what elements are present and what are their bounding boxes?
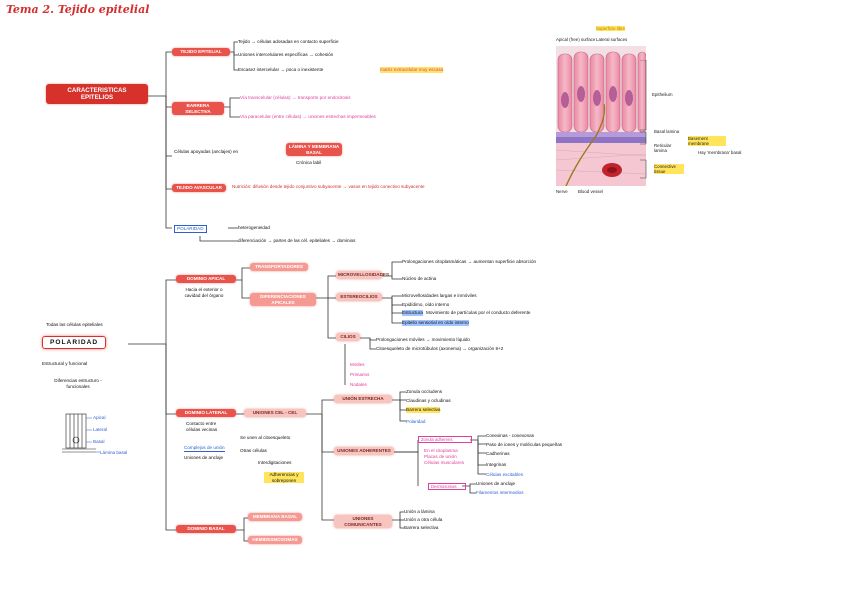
lat-blue-2: Uniones de anclaje — [184, 455, 224, 460]
ue-item-1: Zonula occludens — [406, 389, 443, 394]
figure-brackets — [640, 60, 647, 179]
ucel-item-2: Unión a otra célula — [404, 517, 443, 522]
node-polaridad-top: POLARIDAD — [174, 225, 207, 233]
molec-1: Cadherinas — [486, 451, 510, 456]
mv-item-2: Núcleo de actina — [402, 276, 437, 281]
es-item-4-highlight: Epitelio sensorial en oído interno — [402, 320, 469, 326]
diag-label-basal: Basal — [93, 439, 105, 444]
ci-item-2: Citoesqueleto de microtúbulos (axonema) … — [376, 346, 504, 351]
ci-item-1: Prolongaciones móviles → movimiento líqu… — [376, 337, 470, 342]
dominio-lateral-note: Contacto entre células vecinas — [186, 421, 218, 432]
ucel-item-3: Barrera selectiva — [404, 525, 439, 530]
node-uniones-cel-cel: UNIONES CEL - CEL — [244, 409, 306, 417]
fig-label-reticular-lamina: Reticular lamina — [654, 143, 672, 153]
diag-label-lamina: Lámina basal — [100, 450, 128, 455]
node-uniones-adherentes: UNIONES ADHERENTES — [334, 447, 394, 455]
columnar-cells — [557, 51, 646, 133]
node-union-estrecha: UNIÓN ESTRECHA — [334, 395, 392, 403]
fig-label-superficie: Superficie libre — [596, 26, 626, 31]
ci-pink-3: Nodales — [350, 382, 367, 387]
es-item-1: Microvellosidades largas e inmóviles — [402, 293, 477, 298]
es-item-3: Movimiento de partículas por el conducto… — [426, 310, 531, 315]
ue-item-2: Claudinas y ocludinas — [406, 398, 451, 403]
pink-box-desmosomas: Desmosomas — [428, 483, 466, 490]
pol-item-2: diferenciación → partes de las cél. epit… — [238, 238, 356, 243]
uc-item-1: Conexinas - conexonas — [486, 433, 535, 438]
node-dominio-basal: DOMINIO BASAL — [176, 525, 236, 533]
fig-label-apical: Apical (free) surface — [556, 37, 596, 42]
node-microvellosidades: MICROVELLOSIDADES — [336, 271, 390, 279]
fig-label-blood-vessel: Blood vessel — [578, 189, 603, 194]
node-lamina-basal: LÁMINA Y MEMBRANA BASAL — [286, 143, 342, 157]
mv-item-1: Prolongaciones citoplasmáticas → aumenta… — [402, 259, 537, 264]
fig-label-lateral: Lateral surfaces — [596, 37, 628, 42]
bs-item-1: Vía transcelular (células) → transporte … — [240, 95, 351, 100]
fig-label-nerve: Nerve — [556, 189, 568, 194]
dominio-apical-note: Hacia el exterior o cavidad del órgano — [184, 287, 224, 298]
node-tejido-epitelial: TEJIDO EPITELIAL — [172, 48, 230, 56]
nuclei — [561, 86, 633, 108]
pink-sub-3: Células musculares — [424, 460, 465, 465]
fig-label-basement-membrane: Basement membrane — [688, 136, 726, 146]
cel-item: Células apoyadas (anclajes) en — [174, 149, 239, 154]
mini-epithelium-sketch — [62, 413, 96, 453]
diag-label-apical: Apical — [93, 415, 106, 420]
tv-item: Nutrición: difusión desde tejido conjunt… — [232, 184, 425, 189]
node-diferenciaciones-apicales: DIFERENCIACIONES APICALES — [250, 293, 316, 307]
node-hemidesmosomas: HEMIDESMOSOMAS — [248, 536, 302, 544]
node-uniones-comunicantes: UNIONES COMUNICANTES — [334, 515, 392, 529]
pol-item-1: heterogeneidad — [238, 225, 270, 230]
fig-label-mem-basal-note: Hay 'membrana' basal — [698, 150, 742, 155]
pink-box-zonula: Zonula adherens — [418, 436, 472, 443]
fig-label-connective: Connective tissue — [654, 164, 684, 174]
node-membrana-basal: MEMBRANA BASAL — [248, 513, 302, 521]
te-item-3-highlight: matriz extracelular muy escasa — [380, 67, 444, 73]
interdig: Interdigitaciones — [258, 460, 292, 465]
estructural-funcional: Estructural y funcional — [42, 361, 88, 366]
diag-label-lateral: Lateral — [93, 427, 108, 432]
te-item-2: Uniones intercelulares específicas → coh… — [238, 52, 334, 57]
pink-sub-1: En el citoplasma — [424, 448, 458, 453]
pb-item-1: Uniones de anclaje — [476, 481, 516, 486]
fig-label-basal-lamina: Basal lamina — [654, 129, 680, 134]
node-cilios: CILIOS — [336, 333, 360, 341]
ci-pink-2: Primarios — [350, 372, 370, 377]
ue-item-3: Barrera selectiva — [406, 407, 441, 413]
node-barrera-selectiva: BARRERA SELECTIVA — [172, 102, 224, 116]
fig-label-epithelium: Epithelium — [652, 92, 673, 97]
lat-note-2: Otras células — [240, 448, 267, 453]
bs-item-2: Vía paracelular (entre células) → unione… — [240, 114, 376, 119]
polaridad-node: POLARIDAD — [42, 336, 107, 349]
lat-highlight: Adherencias y sobreponen — [264, 472, 304, 484]
es-item-3-highlight: Estructura — [402, 310, 423, 316]
page-title: Tema 2. Tejido epitelial — [6, 3, 150, 16]
pink-sub-2: Placas de unión — [424, 454, 457, 459]
node-dominio-apical: DOMINIO APICAL — [176, 275, 236, 283]
te-item-1: Tejido → células adosadas en contacto su… — [238, 39, 339, 44]
es-item-2: Epidídimo, oído interno — [402, 302, 450, 307]
ue-item-4: Polaridad — [406, 419, 426, 424]
diferencias-note: Diferencias estructuro - funcionales — [54, 378, 102, 389]
lat-note-1: Se unen al citoesqueleto — [240, 435, 291, 440]
todas-celulas-note: Todas las células epiteliales — [46, 322, 103, 327]
node-transportadores: TRANSPORTADORES — [250, 263, 308, 271]
root-node-caracteristicas: CARACTERISTICAS EPITELIOS — [46, 84, 148, 104]
ucel-item-1: Unión a lámina — [404, 509, 435, 514]
molec-2: Integrinas — [486, 462, 507, 467]
epithelium-figure — [556, 46, 646, 186]
node-estereocilios: ESTEREOCILIOS — [336, 293, 382, 301]
node-dominio-lateral: DOMINIO LATERAL — [176, 409, 236, 417]
lamina-sub-note: Crónica labil — [296, 160, 322, 165]
lat-blue-1: Complejos de unión — [184, 445, 225, 452]
te-item-3: Escasez intercelular → poca o inexistent… — [238, 67, 324, 72]
node-tejido-avascular: TEJIDO AVASCULAR — [172, 184, 226, 192]
ci-pink-1: Motiles — [350, 362, 365, 367]
uc-item-2: Paso de iones y moléculas pequeñas — [486, 442, 563, 447]
ue-item-4b: Células excitables — [486, 472, 524, 477]
pb-item-2: Filamentos intermedios — [476, 490, 524, 495]
